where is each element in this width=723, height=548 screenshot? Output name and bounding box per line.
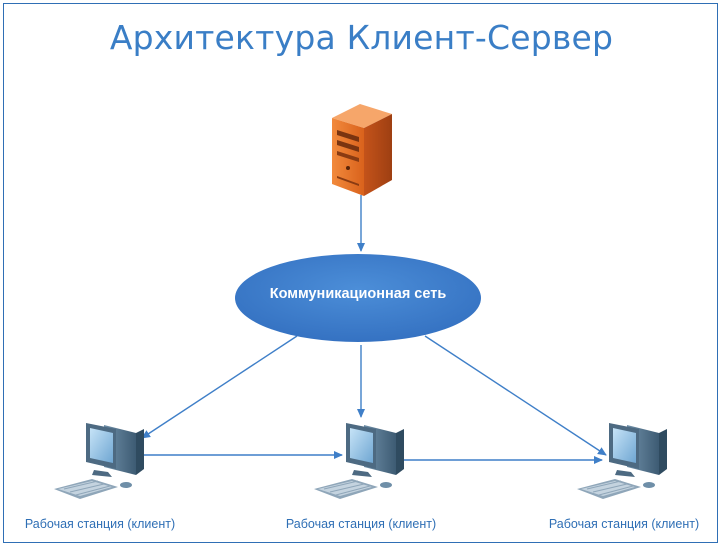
workstation-label-2: Рабочая станция (клиент) bbox=[285, 517, 437, 531]
arrow-network-to-ws3 bbox=[424, 335, 607, 456]
computer-icon bbox=[54, 423, 144, 499]
network-label: Коммуникационная сеть bbox=[269, 286, 447, 302]
workstation-label-1: Рабочая станция (клиент) bbox=[24, 517, 176, 531]
server-icon bbox=[332, 104, 392, 196]
workstation-label-3: Рабочая станция (клиент) bbox=[548, 517, 700, 531]
arrow-network-to-ws1 bbox=[141, 335, 298, 439]
diagram-title: Архитектура Клиент-Сервер bbox=[109, 18, 614, 57]
network-ellipse bbox=[235, 254, 481, 342]
computer-icon bbox=[314, 423, 404, 499]
computer-icon bbox=[577, 423, 667, 499]
